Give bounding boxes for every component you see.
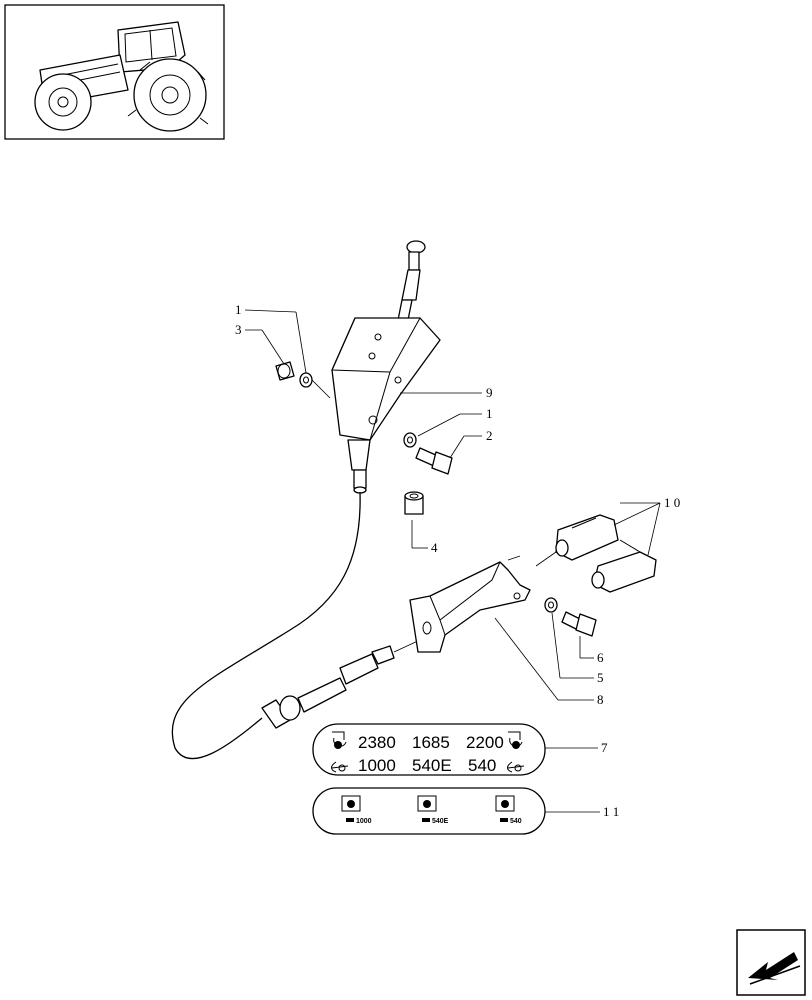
callout-4: 4 <box>431 540 438 555</box>
decal-11-label-1: 1000 <box>356 818 372 825</box>
bolt-6 <box>561 611 597 637</box>
callout-11: 1 1 <box>603 804 619 819</box>
bolt-2 <box>415 447 453 475</box>
decal-11: 1000 540E 540 <box>312 787 546 835</box>
decal-7-pto-3: 540 <box>468 756 496 775</box>
callout-10: 1 0 <box>664 495 680 510</box>
pto-speed-icon <box>331 761 525 773</box>
next-page-arrow-icon[interactable] <box>736 929 806 996</box>
shift-lever-housing <box>331 240 441 494</box>
callout-5: 5 <box>597 670 604 685</box>
control-cable <box>171 491 361 760</box>
cable-rod-end <box>261 639 421 729</box>
callout-8: 8 <box>597 692 604 707</box>
decal-7-pto-2: 540E <box>412 756 452 775</box>
decal-7-rpm-3: 2200 <box>466 733 504 752</box>
nut-3 <box>275 361 295 381</box>
washer-5 <box>544 597 558 613</box>
washer-1-top <box>299 372 313 388</box>
callout-2: 2 <box>486 428 493 443</box>
callout-1-top: 1 <box>235 302 242 317</box>
bracket-8 <box>409 561 531 653</box>
decal-7-pto-1: 1000 <box>358 756 396 775</box>
tractor-thumbnail <box>4 4 225 140</box>
decal-7: 2380 1685 2200 1000 540E 540 <box>312 723 546 776</box>
bushing-4 <box>404 491 424 515</box>
clevis-10 <box>555 514 657 593</box>
callout-3: 3 <box>235 322 242 337</box>
washer-1-mid <box>403 432 417 448</box>
callout-1-mid: 1 <box>486 406 493 421</box>
decal-11-label-2: 540E <box>432 818 449 825</box>
decal-7-rpm-2: 1685 <box>412 733 450 752</box>
pto-gear-icon <box>341 795 515 822</box>
decal-11-label-3: 540 <box>510 818 522 825</box>
decal-7-rpm-1: 2380 <box>358 733 396 752</box>
engine-rpm-icon <box>332 731 523 749</box>
leader-lines <box>244 309 661 813</box>
callout-6: 6 <box>597 650 604 665</box>
callout-7: 7 <box>601 740 608 755</box>
callout-9: 9 <box>486 385 493 400</box>
